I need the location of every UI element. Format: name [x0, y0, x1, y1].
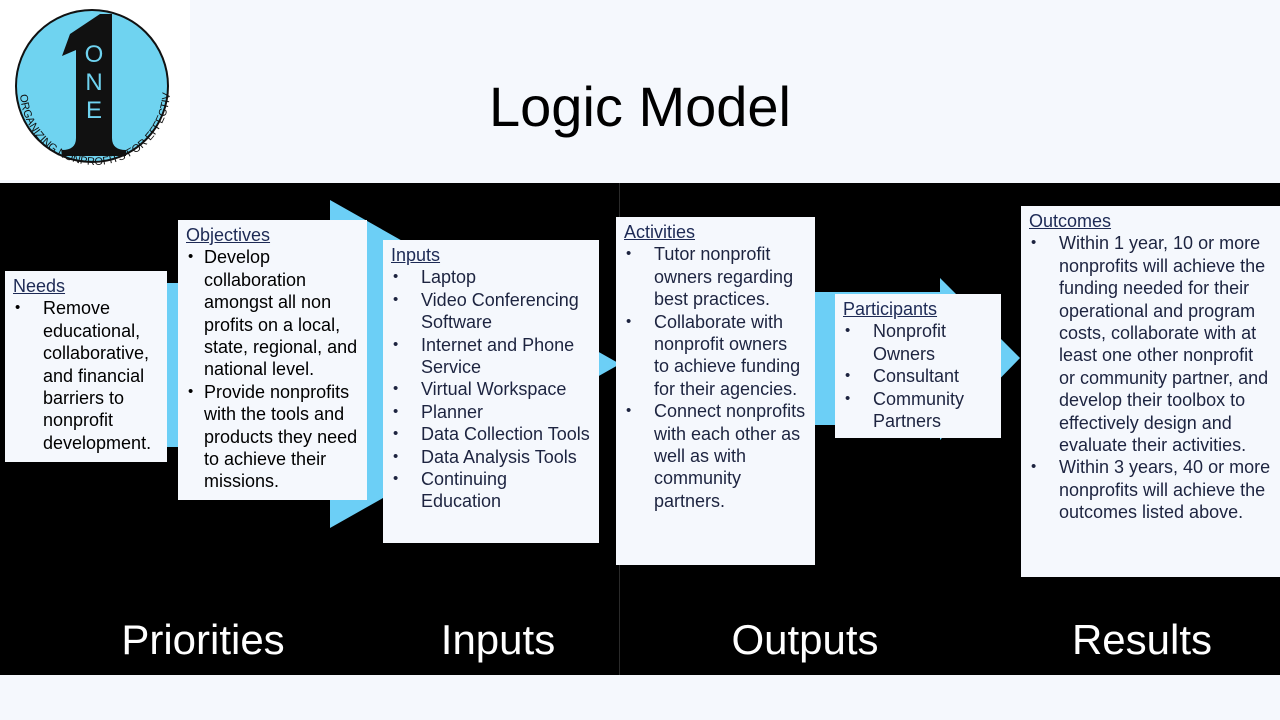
activities-heading: Activities	[624, 222, 696, 242]
logo-graphic: O N E ORGANIZING NONPROFITS FOR EFFECTIV…	[0, 0, 173, 168]
section-label-results: Results	[1071, 616, 1213, 663]
inputs-list: Laptop Video Conferencing Software Inter…	[391, 266, 591, 512]
participants-box: Participants Nonprofit Owners Consultant…	[835, 294, 1001, 438]
outcomes-box: Outcomes Within 1 year, 10 or more nonpr…	[1021, 206, 1280, 577]
outcomes-item: Within 3 years, 40 or more nonprofits wi…	[1029, 456, 1272, 523]
section-label-priorities: Priorities	[121, 616, 285, 663]
activities-list: Tutor nonprofit owners regarding best pr…	[624, 243, 807, 512]
organization-logo: O N E ORGANIZING NONPROFITS FOR EFFECTIV…	[0, 0, 190, 180]
inputs-item: Data Analysis Tools	[391, 446, 591, 469]
inputs-item: Virtual Workspace	[391, 378, 591, 401]
section-label-outputs: Outputs	[731, 616, 879, 663]
objectives-box: Objectives Develop collaboration amongst…	[178, 220, 367, 500]
inputs-item: Video Conferencing Software	[391, 289, 591, 334]
activities-box: Activities Tutor nonprofit owners regard…	[616, 217, 815, 565]
needs-item: Remove educational, collaborative, and f…	[13, 297, 159, 454]
activities-item: Connect nonprofits with each other as we…	[624, 400, 807, 512]
logo-numeral-one	[62, 14, 126, 156]
inputs-item: Laptop	[391, 266, 591, 289]
section-label-inputs: Inputs	[440, 616, 556, 663]
needs-list: Remove educational, collaborative, and f…	[13, 297, 159, 454]
page-title: Logic Model	[489, 75, 791, 138]
outcomes-list: Within 1 year, 10 or more nonprofits wil…	[1029, 232, 1272, 523]
needs-box: Needs Remove educational, collaborative,…	[5, 271, 167, 462]
inputs-item: Data Collection Tools	[391, 423, 591, 446]
outcomes-item: Within 1 year, 10 or more nonprofits wil…	[1029, 232, 1272, 456]
inputs-item: Planner	[391, 401, 591, 424]
inputs-box: Inputs Laptop Video Conferencing Softwar…	[383, 240, 599, 543]
objectives-item: Develop collaboration amongst all non pr…	[186, 246, 359, 380]
logo-letter-o: O	[85, 41, 104, 68]
participants-heading: Participants	[843, 299, 938, 319]
logo-letter-n: N	[85, 69, 102, 96]
participants-item: Community Partners	[843, 388, 993, 433]
participants-list: Nonprofit Owners Consultant Community Pa…	[843, 320, 993, 432]
activities-item: Collaborate with nonprofit owners to ach…	[624, 311, 807, 401]
inputs-heading: Inputs	[391, 245, 441, 265]
participants-item: Nonprofit Owners	[843, 320, 993, 365]
arrow-activities-notch	[810, 292, 840, 425]
objectives-heading: Objectives	[186, 225, 271, 245]
inputs-item: Internet and Phone Service	[391, 334, 591, 379]
objectives-item: Provide nonprofits with the tools and pr…	[186, 381, 359, 493]
needs-heading: Needs	[13, 276, 66, 296]
activities-item: Tutor nonprofit owners regarding best pr…	[624, 243, 807, 310]
inputs-item: Continuing Education	[391, 468, 591, 513]
logo-letter-e: E	[86, 97, 102, 124]
participants-item: Consultant	[843, 365, 993, 388]
objectives-list: Develop collaboration amongst all non pr…	[186, 246, 359, 492]
outcomes-heading: Outcomes	[1029, 211, 1112, 231]
